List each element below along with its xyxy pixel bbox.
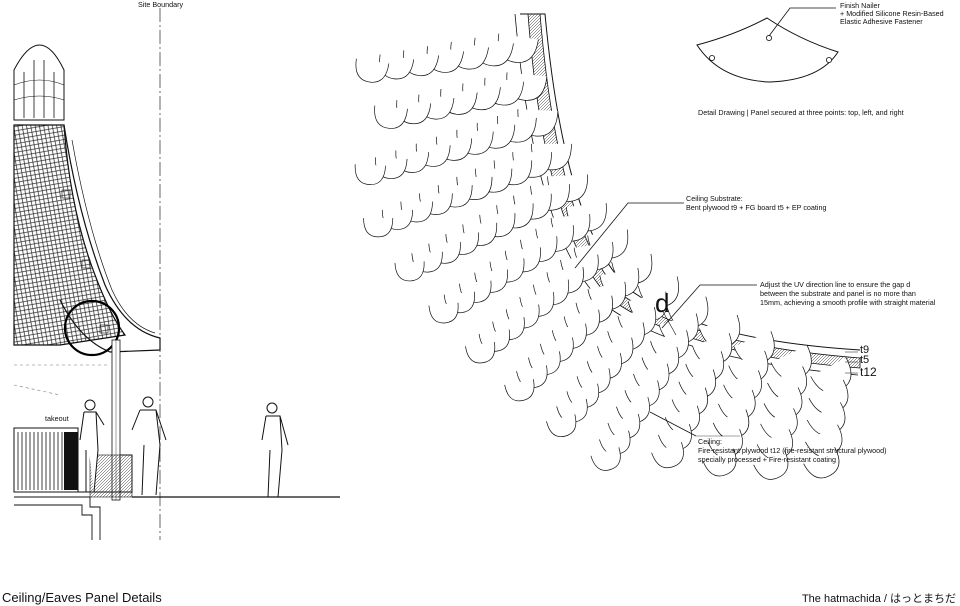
nailer-label-2: + Modified Silicone Resin-Based	[840, 9, 944, 18]
scale-panels	[354, 33, 852, 480]
uv-label-1: Adjust the UV direction line to ensure t…	[760, 280, 911, 289]
scale-panel	[702, 448, 737, 477]
scale-panel	[363, 218, 394, 238]
eaves-mesh	[13, 124, 127, 346]
substrate-leader	[574, 202, 684, 269]
panel-detail-drawing	[696, 7, 839, 83]
detail-caption: Detail Drawing | Panel secured at three …	[698, 108, 904, 117]
scale-panel	[753, 450, 789, 480]
uv-label-2: between the substrate and panel is no mo…	[760, 289, 916, 298]
hat-dome	[13, 44, 65, 121]
substrate-label-1: Ceiling Substrate:	[686, 194, 743, 203]
drawing-title: Ceiling/Eaves Panel Details	[2, 590, 162, 605]
scale-panel	[354, 164, 386, 185]
uv-label-3: 15mm, achieving a smooth profile with st…	[760, 298, 936, 307]
site-boundary-label: Site Boundary	[138, 0, 184, 9]
detail-circle	[63, 299, 121, 357]
eave-detail	[354, 13, 861, 480]
ceiling-leader	[649, 411, 697, 437]
scale-panel	[465, 341, 496, 364]
ceiling-label-1: Ceiling:	[698, 437, 722, 446]
takeout-counter	[13, 427, 79, 493]
person-figures	[79, 396, 289, 498]
t5-label: t5	[860, 354, 870, 366]
credit-label: The hatmachida / はっとまちだ	[801, 593, 956, 605]
scale-panel	[504, 379, 535, 402]
nailer-label-1: Finish Nailer	[840, 1, 880, 10]
scale-panel	[590, 447, 621, 471]
scale-panel	[394, 261, 425, 282]
t9-label: t9	[860, 344, 870, 356]
scale-panel	[355, 58, 390, 83]
ceiling-label-3: specially processed + Fire-resistant coa…	[698, 455, 837, 464]
section-elevation	[13, 8, 340, 540]
gap-d-label: d	[655, 288, 670, 318]
scale-panel	[374, 105, 408, 129]
scale-panel	[546, 414, 577, 437]
t12-label: t12	[860, 365, 877, 379]
scale-panel	[803, 446, 840, 479]
ceiling-label-2: Fire-resistant plywood t12 (fire-resista…	[698, 446, 887, 455]
substrate-label-2: Bent plywood t9 + FG board t5 + EP coati…	[686, 203, 827, 212]
nailer-label-3: Elastic Adhesive Fastener	[840, 17, 923, 26]
takeout-label: takeout	[45, 414, 69, 423]
scale-panel	[651, 441, 684, 469]
uv-leader	[661, 284, 757, 329]
scale-panel	[428, 302, 459, 324]
